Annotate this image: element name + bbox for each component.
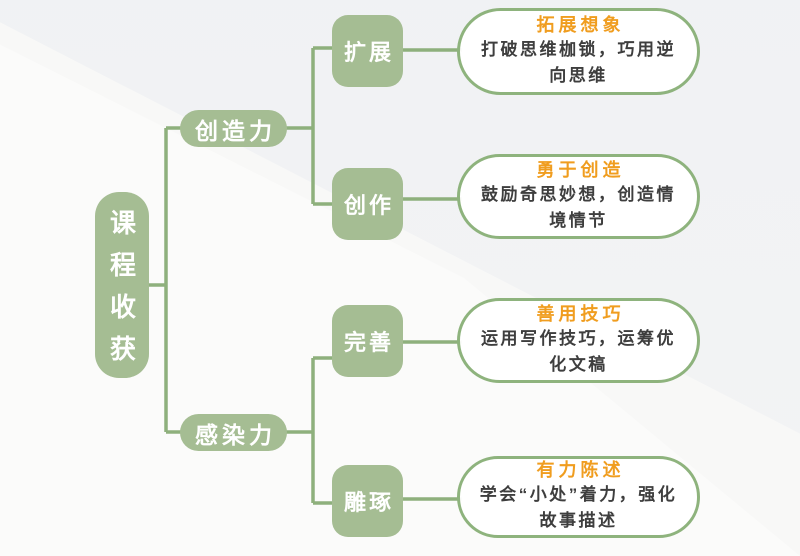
card-title: 拓展想象: [536, 14, 625, 35]
root-node-course-gains[interactable]: 课程收获: [95, 192, 149, 378]
branch-node-label: 感染力: [195, 421, 276, 448]
card-title: 有力陈述: [536, 460, 625, 480]
detail-card-polish[interactable]: 有力陈述 学会“小处”着力，强化故事描述: [457, 456, 700, 538]
branch-node-creativity[interactable]: 创造力: [180, 110, 287, 147]
leaf-node-polish[interactable]: 雕琢: [332, 465, 403, 537]
card-body: 鼓励奇思妙想，创造情境情节: [481, 184, 676, 230]
card-body: 运用写作技巧，运筹优化文稿: [481, 328, 676, 374]
leaf-node-label: 完善: [343, 330, 394, 355]
leaf-node-label: 创作: [343, 193, 394, 218]
card-title: 勇于创造: [536, 159, 625, 180]
leaf-node-create[interactable]: 创作: [332, 168, 403, 240]
root-node-label: 课程收获: [106, 209, 137, 377]
leaf-node-refine[interactable]: 完善: [332, 305, 403, 377]
leaf-node-expand[interactable]: 扩展: [332, 15, 403, 87]
card-body: 打破思维枷锁，巧用逆向思维: [481, 39, 676, 85]
leaf-node-label: 雕琢: [343, 490, 394, 515]
detail-card-create[interactable]: 勇于创造 鼓励奇思妙想，创造情境情节: [457, 154, 700, 239]
branch-node-appeal[interactable]: 感染力: [180, 414, 287, 451]
card-title: 善用技巧: [536, 303, 625, 324]
detail-card-expand[interactable]: 拓展想象 打破思维枷锁，巧用逆向思维: [457, 8, 700, 95]
leaf-node-label: 扩展: [343, 40, 394, 65]
card-body: 学会“小处”着力，强化故事描述: [479, 485, 678, 530]
branch-node-label: 创造力: [195, 117, 276, 144]
detail-card-refine[interactable]: 善用技巧 运用写作技巧，运筹优化文稿: [457, 298, 700, 383]
